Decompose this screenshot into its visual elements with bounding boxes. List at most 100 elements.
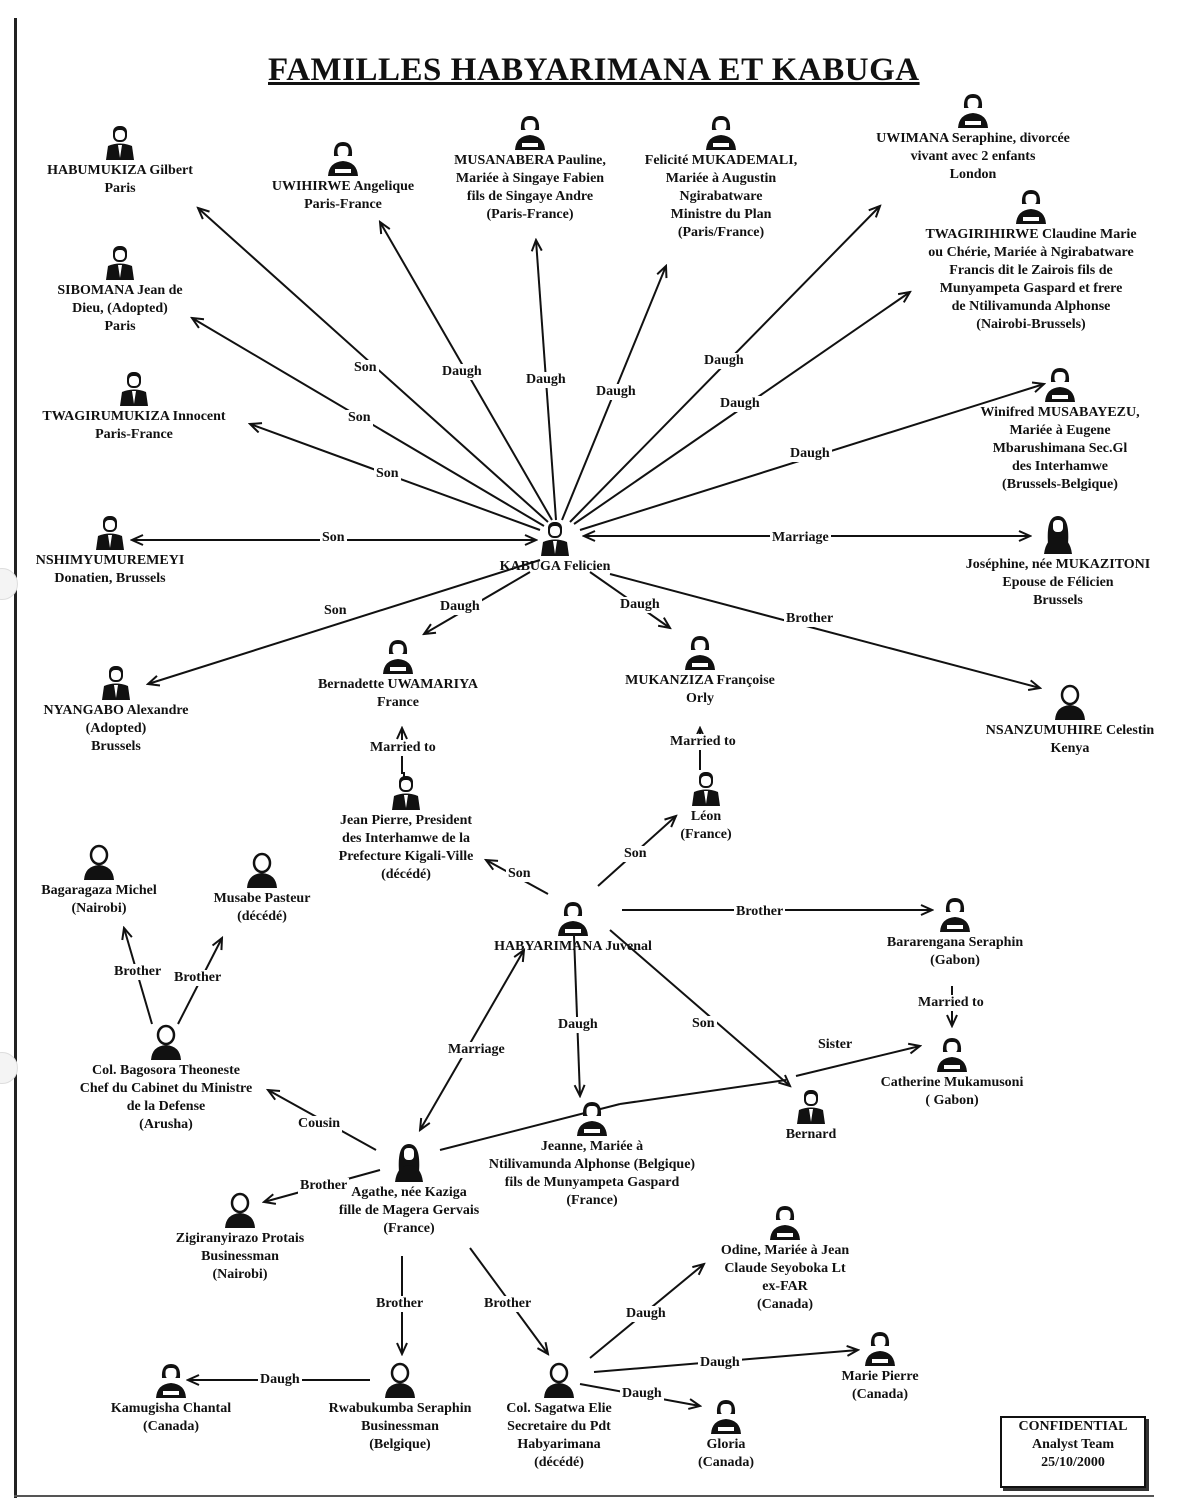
edge-label-agathe-zigiranyirazo: Brother bbox=[298, 1178, 350, 1194]
edge-h-bernard bbox=[609, 929, 790, 1086]
edge-label-k-sibomana: Son bbox=[346, 410, 373, 426]
person-musabayezu: Winifred MUSABAYEZU, Mariée à Eugene Mba… bbox=[960, 366, 1160, 494]
person-mukanziza: MUKANZIZA Françoise Orly bbox=[600, 634, 800, 708]
person-bagosora: Col. Bagosora Theoneste Chef du Cabinet … bbox=[66, 1024, 266, 1134]
edge-k-nyangabo bbox=[148, 559, 541, 684]
person-label: Jeanne, Mariée à Ntilivamunda Alphonse (… bbox=[488, 1139, 696, 1208]
person-label: KABUGA Felicien bbox=[499, 559, 611, 574]
edge-label-agathe-rwabukumba: Brother bbox=[374, 1296, 426, 1312]
edge-label-k-musabayezu: Daugh bbox=[788, 446, 832, 462]
person-musabe: Musabe Pasteur (décédé) bbox=[192, 852, 332, 926]
edge-label-k-musanabera: Daugh bbox=[524, 372, 568, 388]
edge-label-sag-odine: Daugh bbox=[624, 1306, 668, 1322]
edge-label-bag-musabe: Brother bbox=[172, 970, 224, 986]
person-icon bbox=[960, 366, 1160, 402]
page-border-left bbox=[14, 18, 17, 1498]
person-icon bbox=[600, 634, 800, 670]
edge-label-k-twagirumukiza: Son bbox=[374, 466, 401, 482]
edge-label-k-uwimana: Daugh bbox=[702, 353, 746, 369]
person-icon bbox=[484, 1362, 634, 1398]
edge-label-k-uwihirwe: Daugh bbox=[440, 364, 484, 380]
edge-label-k-twagirihirwe: Daugh bbox=[718, 396, 762, 412]
person-label: HABYARIMANA Juvenal bbox=[494, 939, 652, 954]
person-label: Col. Bagosora Theoneste Chef du Cabinet … bbox=[79, 1063, 253, 1132]
edge-label-leon-mukanziza: Married to bbox=[668, 734, 738, 750]
edge-label-agathe-bagosora: Cousin bbox=[296, 1116, 343, 1132]
person-label: MUSANABERA Pauline, Mariée à Singaye Fab… bbox=[454, 153, 606, 222]
person-musanabera: MUSANABERA Pauline, Mariée à Singaye Fab… bbox=[424, 114, 636, 224]
edge-label-h-bararengana: Brother bbox=[734, 904, 786, 920]
person-icon bbox=[18, 370, 250, 406]
person-label: Agathe, née Kaziga fille de Magera Gerva… bbox=[338, 1185, 480, 1236]
person-icon bbox=[10, 514, 210, 550]
person-icon bbox=[896, 188, 1166, 224]
edge-label-bag-bagaragaza: Brother bbox=[112, 964, 164, 980]
person-icon bbox=[192, 852, 332, 888]
person-icon bbox=[248, 140, 438, 176]
person-icon bbox=[150, 1192, 330, 1228]
person-catherine: Catherine Mukamusoni ( Gabon) bbox=[852, 1036, 1052, 1110]
person-label: MUKANZIZA Françoise Orly bbox=[625, 673, 775, 706]
person-nyangabo: NYANGABO Alexandre (Adopted) Brussels bbox=[16, 664, 216, 756]
person-twagirihirwe: TWAGIRIHIRWE Claudine Marie ou Chérie, M… bbox=[896, 188, 1166, 334]
person-icon bbox=[302, 1362, 498, 1398]
person-label: TWAGIRUMUKIZA Innocent Paris-France bbox=[42, 409, 226, 442]
edge-label-bar-catherine: Married to bbox=[916, 995, 986, 1011]
person-icon bbox=[66, 1024, 266, 1060]
person-icon bbox=[700, 1204, 870, 1240]
person-jeanpierre: Jean Pierre, President des Interhamwe de… bbox=[318, 774, 494, 884]
person-label: Odine, Mariée à Jean Claude Seyoboka Lt … bbox=[720, 1243, 850, 1312]
stamp-line-2: Analyst Team bbox=[1031, 1437, 1115, 1452]
person-kamugisha: Kamugisha Chantal (Canada) bbox=[86, 1362, 256, 1436]
diagram-title: FAMILLES HABYARIMANA ET KABUGA bbox=[268, 52, 920, 88]
person-sagatwa: Col. Sagatwa Elie Secretaire du Pdt Haby… bbox=[484, 1362, 634, 1472]
person-label: HABUMUKIZA Gilbert Paris bbox=[47, 163, 193, 196]
person-icon bbox=[16, 664, 216, 700]
edge-label-k-nsanzumuhire: Brother bbox=[784, 611, 836, 627]
person-icon bbox=[766, 1088, 856, 1124]
person-uwamariya: Bernadette UWAMARIYA France bbox=[298, 638, 498, 712]
edge-label-sag-gloria: Daugh bbox=[620, 1386, 664, 1402]
edge-label-h-jeanpierre: Son bbox=[506, 866, 533, 882]
edge-label-h-jeanne: Daugh bbox=[556, 1017, 600, 1033]
person-icon bbox=[20, 124, 220, 160]
person-label: Bararengana Seraphin (Gabon) bbox=[886, 935, 1024, 968]
edge-label-bernard-catherine: Sister bbox=[816, 1037, 855, 1053]
person-icon bbox=[318, 774, 494, 810]
person-icon bbox=[324, 1142, 494, 1182]
person-icon bbox=[22, 844, 176, 880]
person-icon bbox=[820, 1330, 940, 1366]
edge-label-k-mukademali: Daugh bbox=[594, 384, 638, 400]
person-icon bbox=[20, 244, 220, 280]
person-nsanzumuhire: NSANZUMUHIRE Celestin Kenya bbox=[960, 684, 1180, 758]
person-habumukiza: HABUMUKIZA Gilbert Paris bbox=[20, 124, 220, 198]
person-icon bbox=[470, 520, 640, 556]
person-label: NSHIMYUMUREMEYI Donatien, Brussels bbox=[35, 553, 185, 586]
person-label: Felicité MUKADEMALI, Mariée à Augustin N… bbox=[644, 153, 798, 240]
stamp-line-3: 25/10/2000 bbox=[1041, 1455, 1105, 1470]
person-bernard: Bernard bbox=[766, 1088, 856, 1144]
person-label: Léon (France) bbox=[680, 809, 732, 842]
person-jeanne: Jeanne, Mariée à Ntilivamunda Alphonse (… bbox=[470, 1100, 714, 1210]
person-uwihirwe: UWIHIRWE Angelique Paris-France bbox=[248, 140, 438, 214]
person-label: TWAGIRIHIRWE Claudine Marie ou Chérie, M… bbox=[925, 227, 1137, 332]
person-zigiranyirazo: Zigiranyirazo Protais Businessman (Nairo… bbox=[150, 1192, 330, 1284]
person-twagirumukiza: TWAGIRUMUKIZA Innocent Paris-France bbox=[18, 370, 250, 444]
person-bagaragaza: Bagaragaza Michel (Nairobi) bbox=[22, 844, 176, 918]
person-leon: Léon (France) bbox=[656, 770, 756, 844]
edge-h-agathe bbox=[420, 950, 524, 1130]
person-label: Bernard bbox=[785, 1127, 837, 1142]
person-label: Jean Pierre, President des Interhamwe de… bbox=[338, 813, 474, 882]
person-icon bbox=[938, 514, 1178, 554]
edge-label-k-uwamariya: Daugh bbox=[438, 599, 482, 615]
connector-line-1 bbox=[619, 1079, 787, 1105]
person-label: Gloria (Canada) bbox=[697, 1437, 754, 1470]
edge-label-k-nshimyumuremeyi: Son bbox=[320, 530, 347, 546]
edge-label-k-nyangabo: Son bbox=[322, 603, 349, 619]
person-icon bbox=[852, 1036, 1052, 1072]
person-icon bbox=[656, 770, 756, 806]
person-label: Catherine Mukamusoni ( Gabon) bbox=[880, 1075, 1024, 1108]
person-rwabukumba: Rwabukumba Seraphin Businessman (Belgiqu… bbox=[302, 1362, 498, 1454]
person-uwimana: UWIMANA Seraphine, divorcée vivant avec … bbox=[848, 92, 1098, 184]
person-icon bbox=[86, 1362, 256, 1398]
